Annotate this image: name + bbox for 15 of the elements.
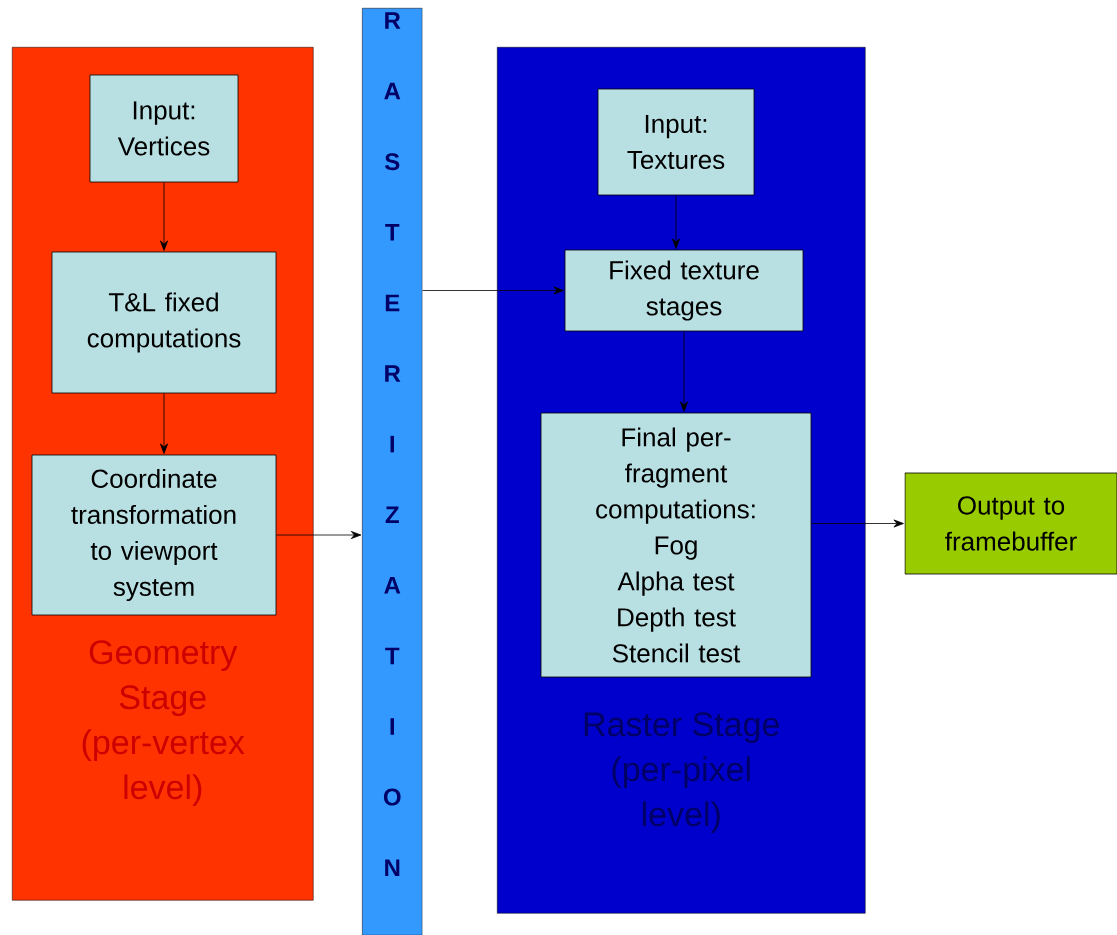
arrow [811,519,904,528]
arrow [276,531,362,539]
arrow [680,331,688,412]
process-box: Input: Textures [597,88,755,196]
process-box: Input: Vertices [89,74,239,183]
process-box: Fixed texture stages [564,249,804,332]
output-box: Output to framebuffer [904,472,1117,575]
arrow [160,393,168,454]
arrow [160,182,168,251]
process-box: Coordinate transformation to viewport system [31,454,277,616]
process-box: T&L fixed computations [51,251,277,394]
arrow [672,195,680,249]
rasterization-bar: RASTERIZATION [362,8,423,935]
arrow [422,286,564,295]
process-box: Final per-fragment computations: Fog Alpha test Depth test Stencil test [540,412,812,678]
